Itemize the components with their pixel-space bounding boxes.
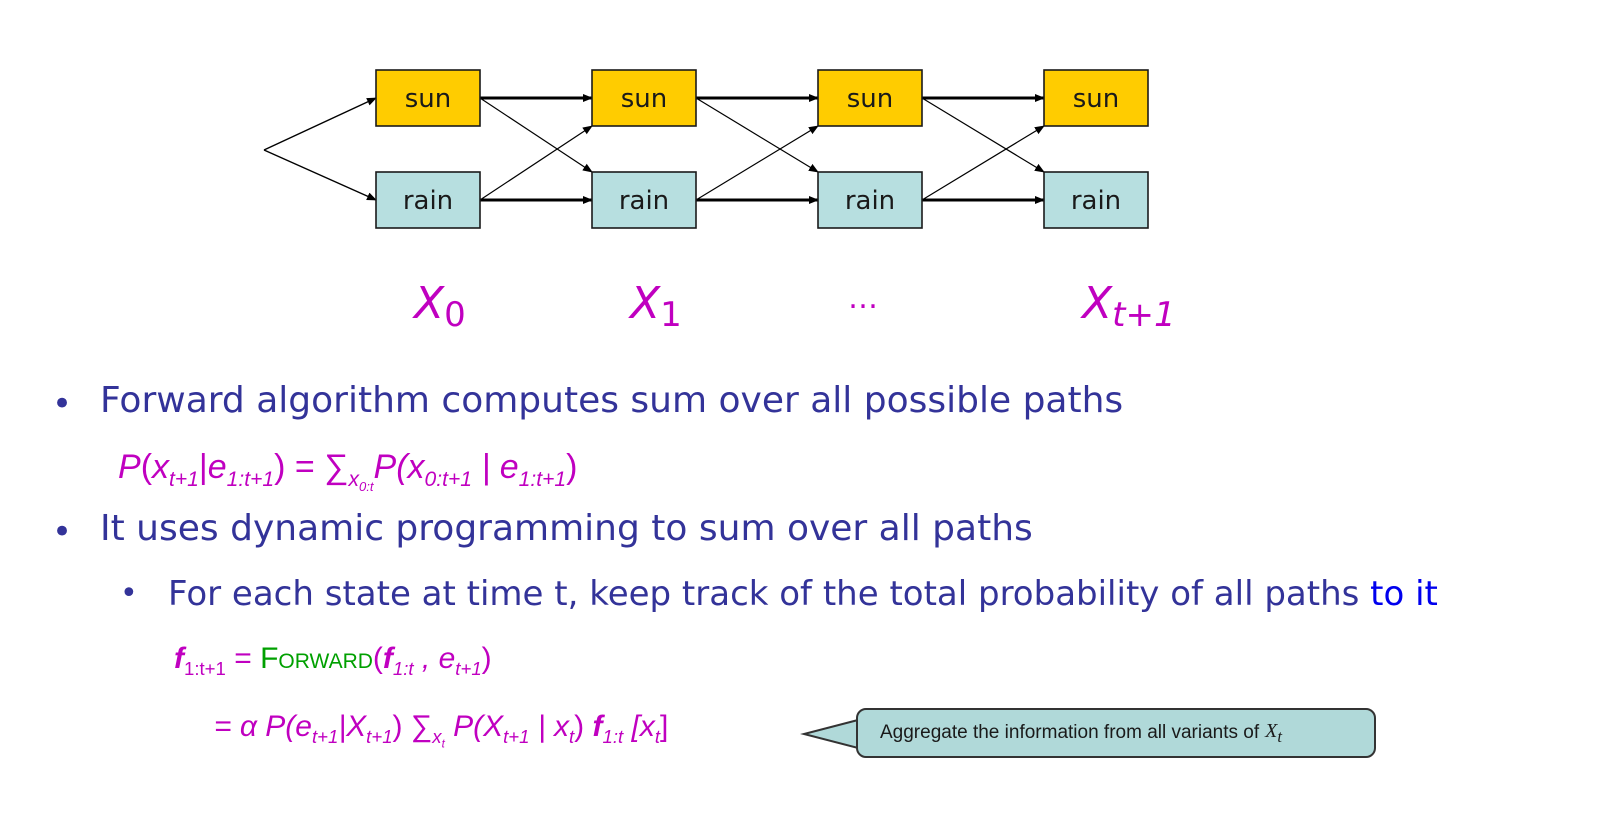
time-variable-sub: 0: [444, 295, 466, 335]
formula1-x2-sub: 0:t+1: [424, 467, 472, 491]
bullet-each-state-highlight: to it: [1370, 574, 1438, 614]
time-variable-label-3: Xt+1: [1080, 278, 1176, 335]
trellis-edges: [263, 94, 1045, 204]
callout-variable: Xt: [1265, 720, 1282, 747]
state-label: sun: [847, 84, 894, 114]
bullet-dynamic-programming: It uses dynamic programming to sum over …: [100, 508, 1033, 549]
formula1-close: ): [566, 448, 578, 486]
formula2-fn: Forward: [260, 642, 373, 675]
state-label: sun: [1073, 84, 1120, 114]
formula3-x-sub: t+1: [366, 726, 393, 747]
formula2-f: f: [174, 642, 184, 675]
formula3-sum-sub: x: [432, 726, 442, 747]
formula2-e-sub: t+1: [455, 658, 482, 679]
formula1-eq: ) =: [274, 448, 325, 486]
formula2-eq: =: [225, 642, 261, 675]
state-label: sun: [621, 84, 668, 114]
formula3-e-sub: t+1: [311, 726, 339, 747]
formula2-comma: , e: [413, 642, 456, 675]
state-node-rain-0: rain: [375, 171, 481, 229]
formula2-close: ): [481, 642, 492, 675]
state-node-rain-1: rain: [591, 171, 697, 229]
bullet-marker-3: •: [120, 576, 138, 611]
formula3-sum: ∑: [402, 710, 433, 743]
formula3-xt-sub: t: [568, 726, 575, 747]
time-variable-label-0: X0: [412, 278, 466, 335]
formula3-lead: = α P(e: [214, 710, 312, 743]
formula3-p2: P(X: [444, 710, 504, 743]
callout-var: X: [1265, 719, 1278, 742]
formula1-bar: |: [198, 448, 208, 486]
formula3-x2-sub: t+1: [503, 726, 530, 747]
callout-text: Aggregate the information from all varia…: [880, 722, 1260, 743]
state-label: rain: [619, 186, 669, 216]
formula1-e2-sub: 1:t+1: [518, 467, 567, 491]
formula3-idx-close: ]: [660, 710, 669, 743]
state-node-sun-0: sun: [375, 69, 481, 127]
state-node-rain-3: rain: [1043, 171, 1149, 229]
formula2-open: (: [372, 642, 383, 675]
state-node-sun-1: sun: [591, 69, 697, 127]
formula3-f-sub: 1:t: [602, 726, 624, 747]
time-variable-sub: 1: [660, 295, 682, 335]
formula1-e: e: [207, 448, 227, 486]
edge-rain-sun-2: [921, 125, 1045, 201]
formula1-sum: ∑: [324, 448, 349, 486]
bullet-each-state: For each state at time t, keep track of …: [168, 574, 1438, 614]
formula-forward-sum: P(xt+1|e1:t+1) = ∑x0:tP(x0:t+1 | e1:t+1): [118, 448, 578, 494]
trellis-nodes: sun rain sun rain sun rain sun rain: [375, 69, 1149, 229]
formula2-arg-f: f: [382, 642, 393, 675]
time-variable-base: X: [628, 278, 661, 329]
edge-rain-sun-0: [479, 125, 593, 201]
formula3-idx: [x: [623, 710, 655, 743]
formula3-sum-subsub: t: [441, 738, 445, 751]
initial-edge-sun: [263, 97, 377, 151]
formula3-bar2: | x: [529, 710, 569, 743]
formula1-bar2: | e: [472, 448, 519, 486]
aggregate-callout: Aggregate the information from all varia…: [856, 708, 1376, 758]
time-variable-base: X: [1080, 278, 1113, 329]
time-variable-base: X: [412, 278, 445, 329]
formula1-x: x: [152, 448, 170, 486]
bullet-marker-1: •: [52, 384, 73, 424]
formula3-bar: |X: [338, 710, 367, 743]
formula1-p2: P(x: [373, 448, 425, 486]
formula3-close1: ): [392, 710, 403, 743]
formula3-f: f: [592, 710, 603, 743]
state-label: rain: [1071, 186, 1121, 216]
formula1-sum-sub: x: [348, 467, 360, 491]
bullet-each-state-main: For each state at time t, keep track of …: [168, 574, 1371, 614]
formula2-arg-f-sub: 1:t: [392, 658, 414, 679]
time-variable-base: …: [848, 281, 878, 316]
edge-rain-sun-1: [695, 125, 819, 201]
formula1-x-sub: t+1: [169, 467, 199, 491]
formula3-close2: ): [574, 710, 593, 743]
formula3-idx-sub: t: [654, 726, 661, 747]
formula-forward-expand: = α P(et+1|Xt+1) ∑xt P(Xt+1 | xt) f1:t […: [214, 710, 668, 751]
formula1-sum-subsub: 0:t: [359, 479, 374, 494]
state-label: sun: [405, 84, 452, 114]
initial-edge-rain: [263, 149, 377, 201]
bullet-forward-algorithm: Forward algorithm computes sum over all …: [100, 380, 1124, 421]
state-node-sun-3: sun: [1043, 69, 1149, 127]
formula1-e-sub: 1:t+1: [226, 467, 275, 491]
state-label: rain: [845, 186, 895, 216]
bullet-marker-2: •: [52, 512, 73, 552]
formula2-f-sub: 1:t+1: [184, 658, 226, 679]
edge-sun-rain-1: [695, 97, 819, 173]
edge-sun-rain-0: [479, 97, 593, 173]
state-label: rain: [403, 186, 453, 216]
time-variable-sub: t+1: [1112, 295, 1175, 335]
formula-forward-def: f1:t+1 = Forward(f1:t , et+1): [174, 642, 492, 680]
state-node-rain-2: rain: [817, 171, 923, 229]
time-variable-label-1: X1: [628, 278, 682, 335]
time-variable-label-2: …: [848, 281, 878, 316]
callout-var-sub: t: [1277, 726, 1282, 746]
state-node-sun-2: sun: [817, 69, 923, 127]
formula1-p: P: [118, 448, 141, 486]
edge-sun-rain-2: [921, 97, 1045, 173]
